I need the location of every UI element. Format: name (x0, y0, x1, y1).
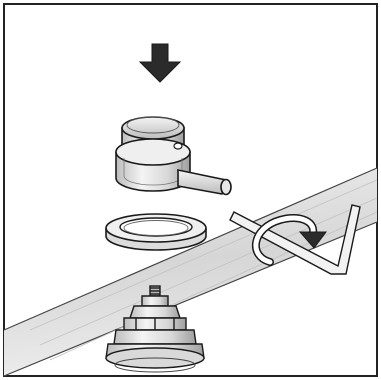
adapter-ring (106, 214, 206, 250)
